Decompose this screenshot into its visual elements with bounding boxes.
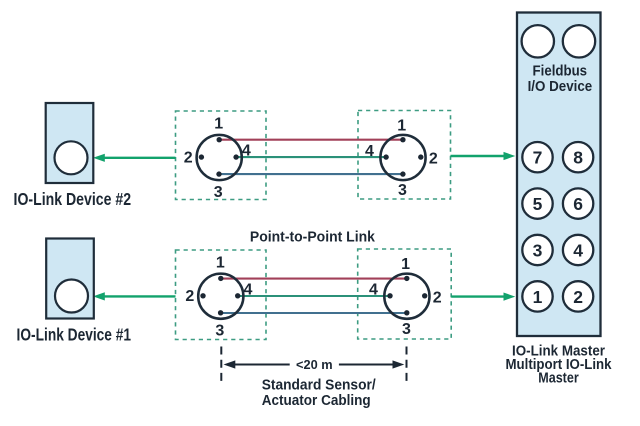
svg-text:4: 4 — [365, 143, 374, 160]
svg-text:1: 1 — [397, 118, 406, 135]
svg-text:6: 6 — [573, 194, 583, 214]
svg-text:1: 1 — [214, 116, 223, 133]
svg-text:Actuator Cabling: Actuator Cabling — [262, 393, 371, 409]
svg-text:2: 2 — [433, 289, 442, 306]
svg-text:1: 1 — [401, 256, 410, 273]
svg-text:IO-Link Master: IO-Link Master — [512, 344, 605, 360]
svg-text:Fieldbus: Fieldbus — [533, 64, 588, 80]
svg-text:2: 2 — [573, 287, 583, 307]
svg-text:2: 2 — [429, 151, 438, 168]
svg-text:3: 3 — [533, 240, 543, 260]
svg-text:3: 3 — [398, 182, 407, 199]
svg-text:3: 3 — [215, 323, 224, 340]
svg-text:Multiport IO-Link: Multiport IO-Link — [506, 357, 613, 373]
svg-text:8: 8 — [573, 148, 583, 168]
svg-text:2: 2 — [185, 288, 194, 305]
svg-text:4: 4 — [244, 281, 253, 298]
svg-text:I/O Device: I/O Device — [528, 79, 593, 95]
svg-text:IO-Link Device #2: IO-Link Device #2 — [14, 189, 132, 209]
svg-text:5: 5 — [533, 194, 543, 214]
svg-text:7: 7 — [533, 148, 543, 168]
svg-text:4: 4 — [573, 240, 583, 260]
svg-text:<20 m: <20 m — [296, 357, 333, 372]
svg-text:2: 2 — [184, 149, 193, 166]
svg-text:Standard Sensor/: Standard Sensor/ — [262, 378, 376, 394]
svg-text:3: 3 — [214, 184, 223, 201]
svg-text:1: 1 — [216, 254, 225, 271]
svg-text:1: 1 — [533, 287, 543, 307]
svg-text:IO-Link Device #1: IO-Link Device #1 — [17, 324, 132, 344]
svg-text:3: 3 — [402, 321, 411, 338]
svg-text:4: 4 — [242, 143, 251, 160]
svg-text:4: 4 — [369, 282, 378, 299]
svg-text:Point-to-Point Link: Point-to-Point Link — [250, 229, 376, 246]
svg-text:Master: Master — [538, 371, 579, 387]
